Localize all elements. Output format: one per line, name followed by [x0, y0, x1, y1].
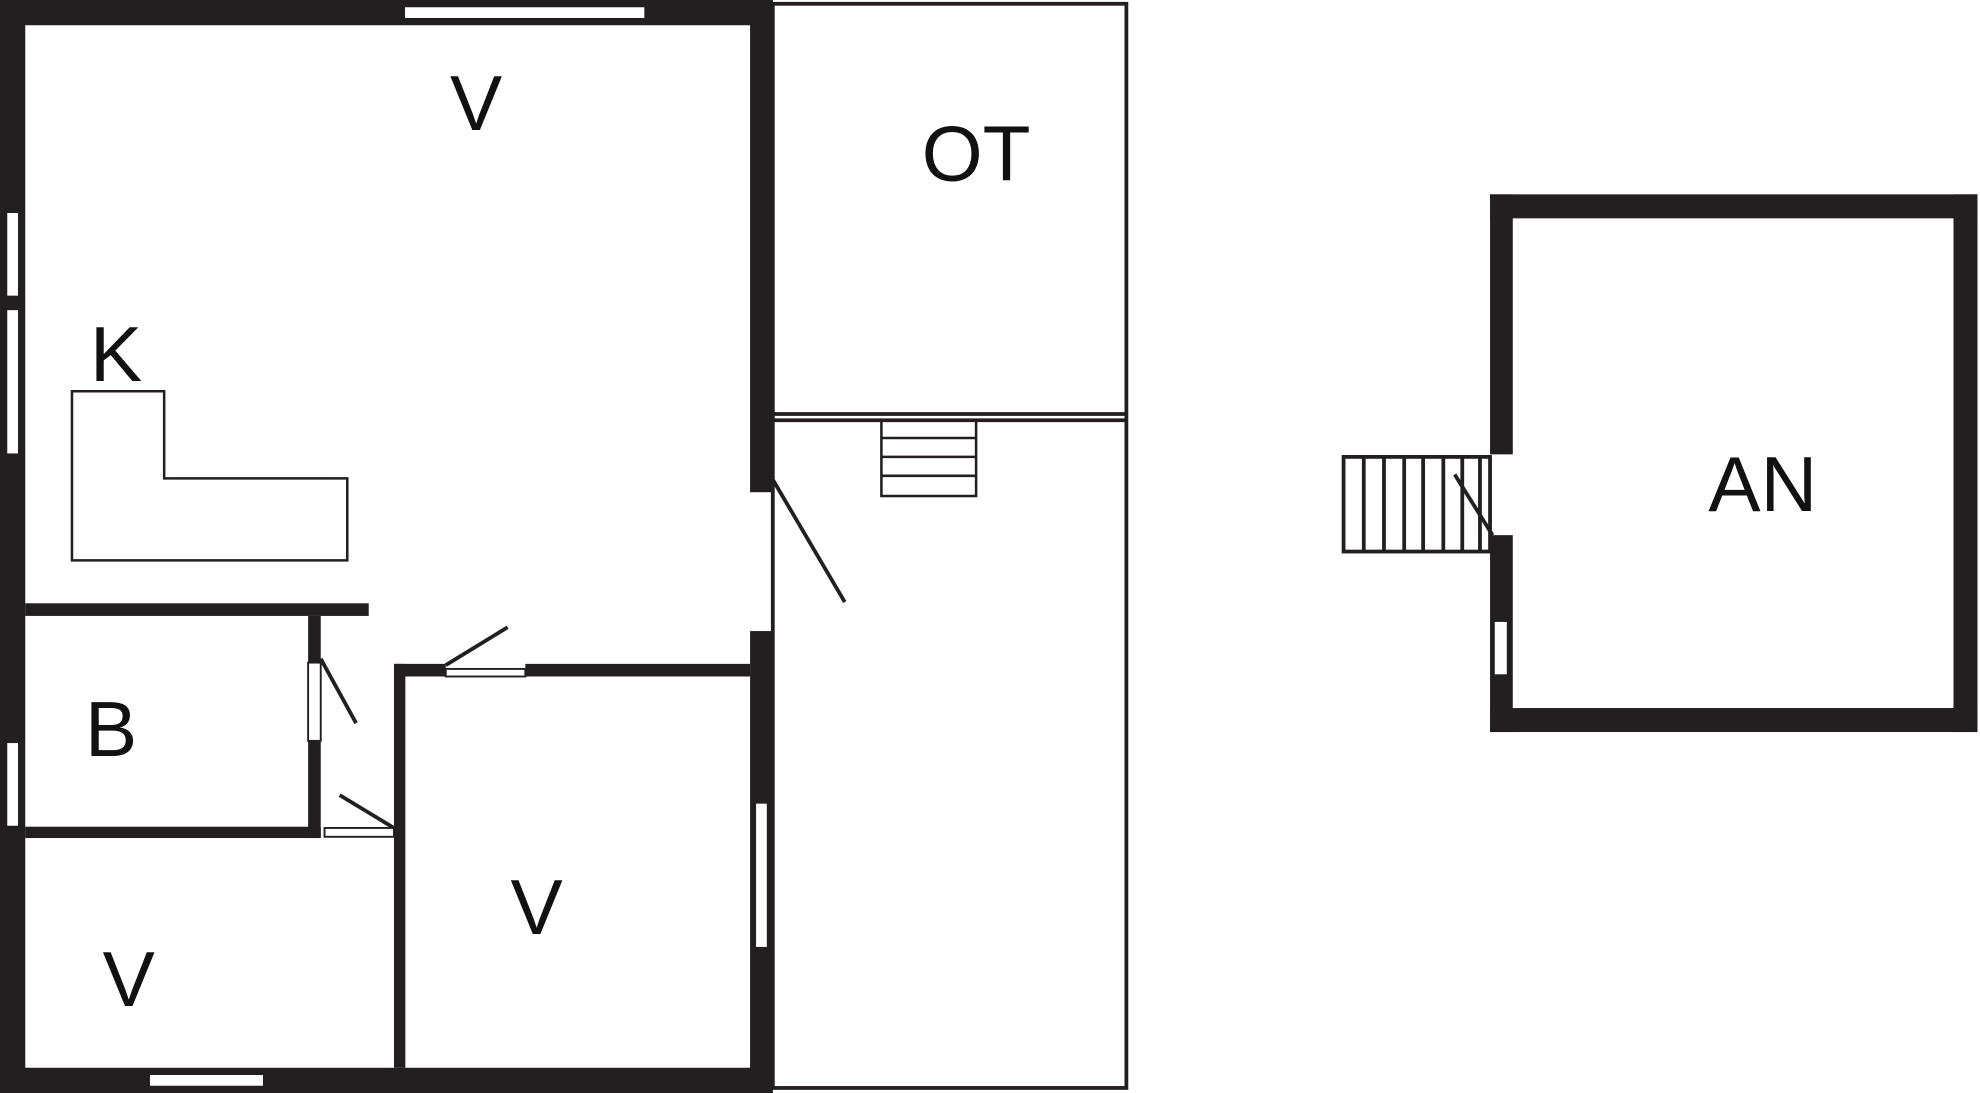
doors [307, 473, 1495, 838]
room-label-annex: AN [1708, 440, 1817, 528]
windows [5, 5, 1509, 1088]
kitchen-counter [70, 389, 349, 562]
annex-building [1341, 194, 1978, 733]
outbuilding [770, 1, 1129, 1090]
annex-stair [1341, 454, 1492, 554]
room-label-kitchen: K [90, 310, 142, 398]
room-label-outbuilding: OT [922, 110, 1031, 198]
room-label-bottom-middle: V [511, 863, 563, 951]
room-label-bottom-left: V [103, 935, 155, 1023]
room-label-living-top: V [450, 59, 502, 147]
room-label-bathroom: B [85, 685, 137, 773]
main-house-walls [0, 0, 773, 1093]
